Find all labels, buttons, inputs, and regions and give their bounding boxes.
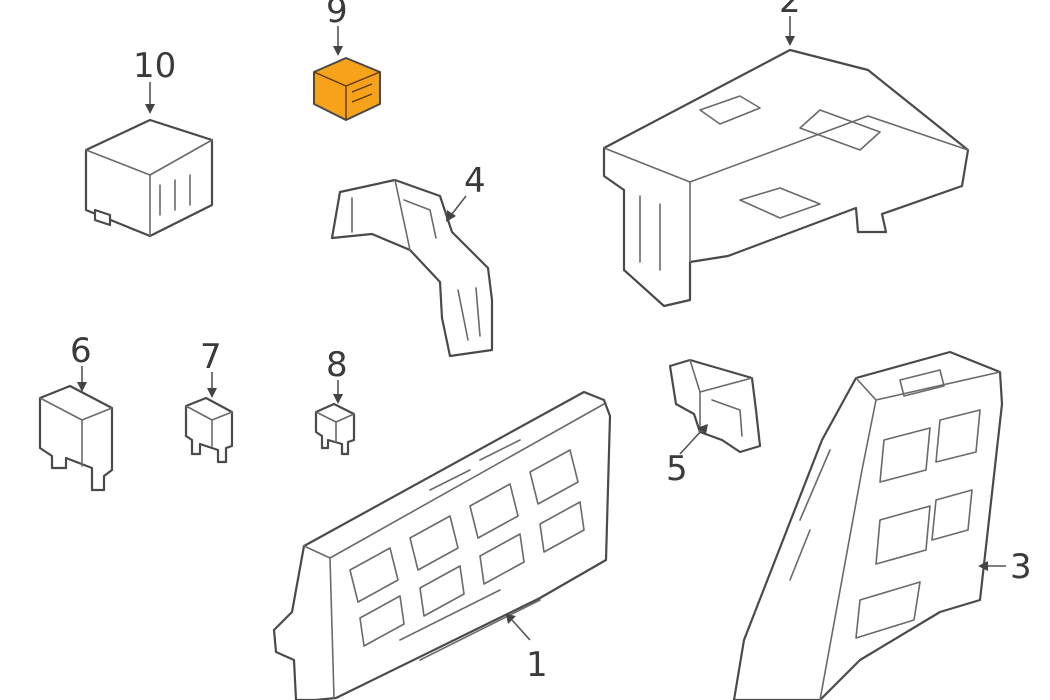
part-9-relay-highlighted[interactable] xyxy=(313,57,381,121)
callout-8[interactable]: 8 xyxy=(326,345,348,385)
part-10-relay[interactable] xyxy=(84,118,214,238)
part-2-cover-bracket[interactable] xyxy=(602,48,970,308)
part-1-fuse-block[interactable] xyxy=(272,390,612,700)
leader-4-arrowhead xyxy=(446,210,456,222)
part-5-clip[interactable] xyxy=(668,358,762,454)
callout-6[interactable]: 6 xyxy=(70,331,92,371)
callout-1[interactable]: 1 xyxy=(526,645,548,685)
leader-5-arrowhead xyxy=(697,424,708,434)
leader-8-arrowhead xyxy=(333,394,343,404)
callout-4[interactable]: 4 xyxy=(464,161,486,201)
leader-4 xyxy=(451,195,467,215)
callout-9[interactable]: 9 xyxy=(326,0,348,31)
callout-3[interactable]: 3 xyxy=(1010,547,1032,587)
leader-1-arrowhead xyxy=(506,614,516,624)
part-7-mini-fuse[interactable] xyxy=(184,396,234,464)
leader-6-arrowhead xyxy=(77,382,87,392)
part-8-micro-fuse[interactable] xyxy=(314,402,356,456)
part-6-maxi-fuse[interactable] xyxy=(38,384,114,492)
leader-3-arrowhead xyxy=(978,561,988,571)
part-3-side-bracket[interactable] xyxy=(732,350,1004,700)
leader-7-arrowhead xyxy=(207,388,217,398)
callout-5[interactable]: 5 xyxy=(666,449,688,489)
callout-2[interactable]: 2 xyxy=(779,0,801,21)
callout-7[interactable]: 7 xyxy=(200,337,222,377)
leader-2-arrowhead xyxy=(785,36,795,46)
leader-9-arrowhead xyxy=(333,46,343,56)
leader-10-arrowhead xyxy=(145,104,155,114)
callout-10[interactable]: 10 xyxy=(133,46,176,86)
leader-1 xyxy=(511,619,531,641)
part-4-bracket[interactable] xyxy=(330,178,494,358)
leader-5 xyxy=(679,429,703,455)
